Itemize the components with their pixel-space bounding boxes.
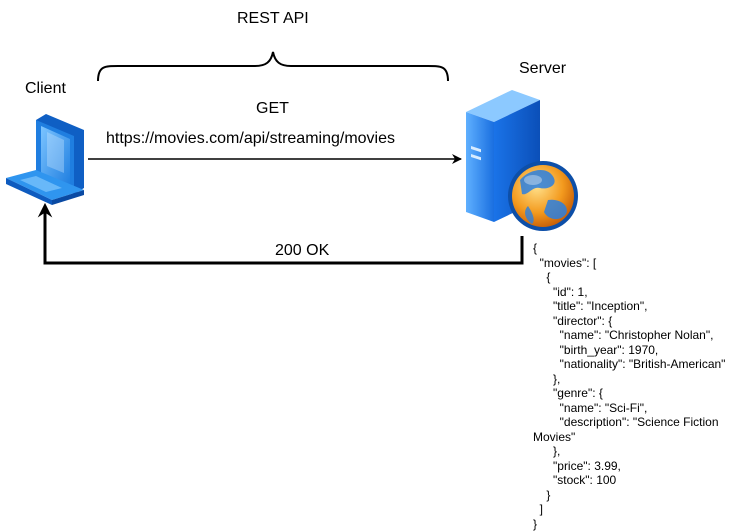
json-line: "price": 3.99,: [533, 459, 733, 474]
json-line: }: [533, 488, 733, 503]
json-line: "stock": 100: [533, 473, 733, 488]
json-line: {: [533, 241, 733, 256]
rest-api-label: REST API: [237, 10, 309, 28]
json-line: {: [533, 270, 733, 285]
json-line: "name": "Christopher Nolan",: [533, 328, 733, 343]
json-line: "nationality": "British-American": [533, 357, 733, 372]
json-line: ]: [533, 502, 733, 517]
json-line: "director": {: [533, 314, 733, 329]
json-line: },: [533, 444, 733, 459]
json-response: { "movies": [ { "id": 1, "title": "Incep…: [533, 241, 733, 531]
status-label: 200 OK: [275, 242, 329, 260]
json-line: "genre": {: [533, 386, 733, 401]
json-line: "description": "Science Fiction Movies": [533, 415, 733, 444]
api-brace: [98, 52, 448, 81]
globe-icon: [508, 161, 578, 231]
laptop-icon: [6, 114, 84, 205]
http-method-label: GET: [256, 100, 289, 118]
json-line: "movies": [: [533, 256, 733, 271]
client-label: Client: [25, 80, 66, 98]
json-line: "id": 1,: [533, 285, 733, 300]
json-line: "birth_year": 1970,: [533, 343, 733, 358]
endpoint-url: https://movies.com/api/streaming/movies: [106, 130, 395, 148]
json-line: "title": "Inception",: [533, 299, 733, 314]
server-label: Server: [519, 60, 566, 78]
json-line: },: [533, 372, 733, 387]
json-line: }: [533, 517, 733, 531]
json-line: "name": "Sci-Fi",: [533, 401, 733, 416]
